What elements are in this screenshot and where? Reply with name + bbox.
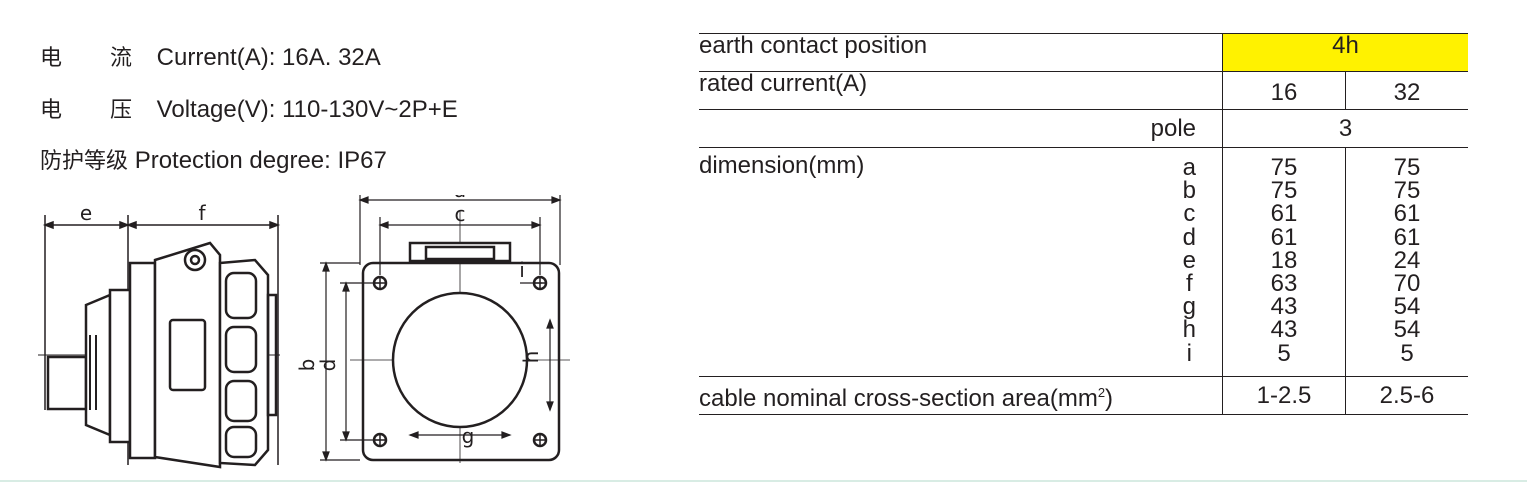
spec-voltage-cn2: 压 <box>110 98 133 123</box>
technical-drawing: e f a c b d h g i <box>38 195 570 469</box>
row-dimension: dimension(mm) a b c d e f g h i 75 75 61… <box>699 147 1468 377</box>
label-d: d <box>316 359 340 372</box>
dim-value: 18 <box>1270 246 1298 274</box>
cable-16: 1-2.5 <box>1222 376 1346 415</box>
rated-32: 32 <box>1345 71 1468 110</box>
label-e: e <box>80 201 92 225</box>
dim-letters: a b c d e f g h i <box>1182 154 1196 367</box>
dim-value: 24 <box>1393 246 1421 274</box>
spec-voltage-text: Voltage(V): 110-130V~2P+E <box>156 96 458 123</box>
spec-current-cn1: 电 <box>40 46 63 71</box>
dim-value: 54 <box>1393 316 1421 344</box>
dim-value: 61 <box>1270 200 1298 228</box>
bottom-rule <box>0 480 1527 482</box>
dim-value: 70 <box>1393 270 1421 298</box>
dimension-label: dimension(mm) <box>699 152 865 179</box>
label-i: i <box>519 258 525 282</box>
label-c: c <box>455 202 466 226</box>
spec-current-cn2: 流 <box>110 46 133 71</box>
front-view-dimensions <box>320 195 570 463</box>
dim-letter: b <box>1182 177 1196 205</box>
earth-value: 4h <box>1222 33 1468 72</box>
dim-letter: g <box>1182 293 1196 321</box>
spec-current: 电 流 Current(A): 16A. 32A <box>40 40 381 72</box>
dim-letter: a <box>1182 154 1196 181</box>
dim-letter: e <box>1182 246 1196 274</box>
spec-protection-cn: 防护等级 <box>40 149 129 174</box>
dim-values-16: 75 75 61 61 18 63 43 43 5 <box>1222 147 1346 377</box>
row-rated: rated current(A) 16 32 <box>699 71 1468 110</box>
dim-value: 75 <box>1393 177 1421 205</box>
dim-value: 75 <box>1393 154 1421 181</box>
row-earth: earth contact position 4h <box>699 33 1468 72</box>
cable-32: 2.5-6 <box>1345 376 1468 415</box>
dim-value: 61 <box>1393 200 1421 228</box>
spec-protection: 防护等级 Protection degree: IP67 <box>40 143 387 175</box>
dim-value: 43 <box>1270 316 1298 344</box>
cable-label: cable nominal cross-section area(mm2) <box>699 376 1223 415</box>
dim-letter: h <box>1182 316 1196 344</box>
row-cable: cable nominal cross-section area(mm2) 1-… <box>699 376 1468 415</box>
pole-label: pole <box>699 109 1223 148</box>
pole-value: 3 <box>1222 109 1468 148</box>
front-view-socket <box>361 241 561 462</box>
dim-letter: f <box>1185 270 1193 298</box>
side-view-socket <box>46 241 278 469</box>
dim-value: 63 <box>1270 270 1298 298</box>
spec-protection-text: Protection degree: IP67 <box>134 147 387 174</box>
dim-values-32: 75 75 61 61 24 70 54 54 5 <box>1345 147 1468 377</box>
earth-label: earth contact position <box>699 33 1223 72</box>
spec-voltage-cn1: 电 <box>40 98 63 123</box>
dim-value: 61 <box>1270 223 1298 251</box>
spec-voltage: 电 压 Voltage(V): 110-130V~2P+E <box>40 92 458 124</box>
row-pole: pole 3 <box>699 109 1468 148</box>
rated-16: 16 <box>1222 71 1346 110</box>
dim-value: 61 <box>1393 223 1421 251</box>
label-a: a <box>454 195 466 202</box>
dim-value: 75 <box>1270 154 1298 181</box>
label-g: g <box>462 424 475 448</box>
label-h: h <box>519 351 543 364</box>
dim-value: 5 <box>1277 339 1291 367</box>
dim-value: 43 <box>1270 293 1298 321</box>
spec-table: earth contact position 4h rated current(… <box>699 33 1468 415</box>
dim-value: 5 <box>1400 339 1414 367</box>
rated-label: rated current(A) <box>699 71 1223 110</box>
dim-letter: i <box>1186 339 1192 367</box>
dim-letter: c <box>1183 200 1196 228</box>
dim-value: 54 <box>1393 293 1421 321</box>
label-f: f <box>198 201 206 225</box>
dim-value: 75 <box>1270 177 1298 205</box>
spec-current-text: Current(A): 16A. 32A <box>156 44 381 71</box>
label-b: b <box>295 359 319 372</box>
dim-letter: d <box>1182 223 1196 251</box>
